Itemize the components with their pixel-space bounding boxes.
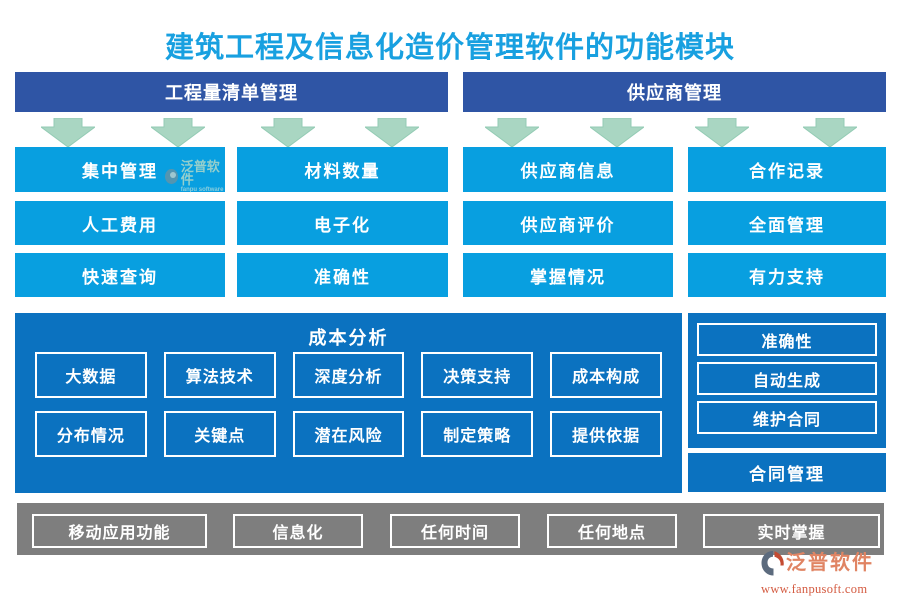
module-block-supplier-info: 供应商信息 (463, 147, 673, 192)
contract-management-bar: 合同管理 (688, 453, 886, 492)
side-block-auto-generate: 自动生成 (697, 362, 877, 395)
fanpu-watermark: 泛普软件 fanpu software (165, 160, 225, 193)
module-block-accuracy: 准确性 (237, 253, 448, 297)
fanpu-logo-icon (761, 550, 784, 582)
module-block-grasp-situation: 掌握情况 (463, 253, 673, 297)
cost-block-provide-basis: 提供依据 (550, 411, 662, 457)
cost-block-decision-support: 决策支持 (421, 352, 534, 398)
side-block-maintain-contract: 维护合同 (697, 401, 877, 434)
cost-block-cost-composition: 成本构成 (550, 352, 662, 398)
fanpusoft-logo: 泛普软件 www.fanpusoft.com (761, 550, 893, 597)
module-block-labor-cost: 人工费用 (15, 201, 225, 245)
down-arrow-icon (590, 118, 644, 147)
module-block-electronic: 电子化 (237, 201, 448, 245)
down-arrow-icon (365, 118, 419, 147)
cost-analysis-panel: 成本分析 大数据 算法技术 深度分析 决策支持 成本构成 分布情况 关键点 潜在… (15, 313, 682, 493)
watermark-subtext: fanpu software (180, 187, 224, 193)
section-header-supplier-management: 供应商管理 (463, 72, 886, 112)
logo-url: www.fanpusoft.com (761, 582, 868, 596)
module-block-quick-query: 快速查询 (15, 253, 225, 297)
mobile-feature-bar: 移动应用功能 信息化 任何时间 任何地点 实时掌握 (17, 503, 884, 555)
module-block-label: 集中管理 (82, 162, 158, 181)
down-arrow-icon (803, 118, 857, 147)
down-arrow-icon (695, 118, 749, 147)
watermark-text: 泛普软件 (180, 159, 220, 187)
cost-analysis-title: 成本分析 (308, 328, 389, 348)
module-block-cooperation-record: 合作记录 (688, 147, 886, 192)
module-block-material-quantity: 材料数量 (237, 147, 448, 192)
cost-block-strategy-making: 制定策略 (421, 411, 534, 457)
cost-block-distribution: 分布情况 (35, 411, 147, 457)
bottom-block-mobile-app-features: 移动应用功能 (32, 514, 207, 548)
cost-block-big-data: 大数据 (35, 352, 147, 398)
bottom-block-realtime-grasp: 实时掌握 (703, 514, 880, 548)
bottom-block-informatization: 信息化 (233, 514, 363, 548)
cost-block-key-points: 关键点 (163, 411, 276, 457)
contract-feature-panel: 准确性 自动生成 维护合同 (688, 313, 886, 448)
module-block-strong-support: 有力支持 (688, 253, 886, 297)
bottom-block-any-time: 任何时间 (390, 514, 520, 548)
down-arrow-icon (151, 118, 205, 147)
section-header-quantity-list-management: 工程量清单管理 (15, 72, 448, 112)
module-block-overall-management: 全面管理 (688, 201, 886, 245)
module-block-centralized-management: 集中管理 泛普软件 fanpu software (15, 147, 225, 193)
down-arrow-icon (485, 118, 539, 147)
cost-analysis-row-1: 大数据 算法技术 深度分析 决策支持 成本构成 (35, 352, 662, 398)
side-block-accuracy: 准确性 (697, 323, 877, 356)
page-title: 建筑工程及信息化造价管理软件的功能模块 (164, 32, 735, 64)
down-arrow-icon (41, 118, 95, 147)
down-arrow-icon (261, 118, 315, 147)
cost-block-potential-risk: 潜在风险 (292, 411, 405, 457)
fanpu-watermark-icon (165, 169, 178, 184)
cost-analysis-row-2: 分布情况 关键点 潜在风险 制定策略 提供依据 (35, 411, 662, 457)
module-block-supplier-evaluation: 供应商评价 (463, 201, 673, 245)
cost-block-deep-analysis: 深度分析 (292, 352, 405, 398)
logo-text: 泛普软件 (786, 552, 874, 574)
bottom-block-any-place: 任何地点 (547, 514, 677, 548)
cost-block-algorithm-tech: 算法技术 (163, 352, 276, 398)
